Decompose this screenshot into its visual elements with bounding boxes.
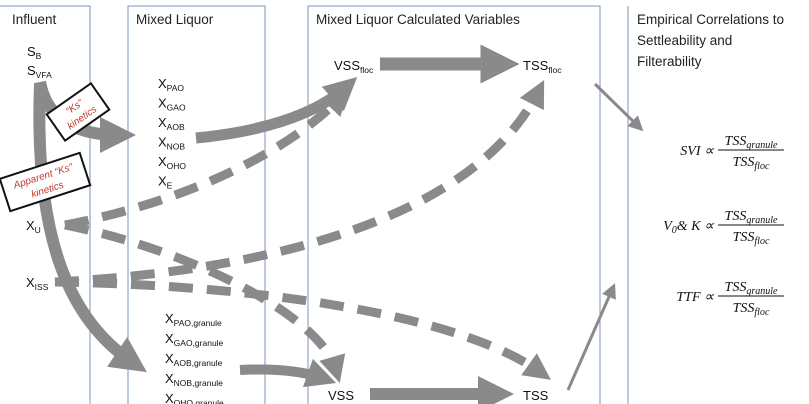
header-empirical-1: Empirical Correlations to	[637, 12, 784, 27]
dashed-arrow-xiss-to-tss	[54, 277, 552, 380]
granule-var-2: XAOB,granule	[165, 351, 223, 368]
floc-var-xnob: XNOB	[158, 135, 185, 152]
influent-var-xu: XU	[26, 218, 41, 235]
mixed-liquor-column	[127, 5, 266, 404]
svg-text:TSSfloc: TSSfloc	[733, 155, 770, 172]
svg-text:TSSfloc: TSSfloc	[733, 301, 770, 318]
arrow-tss-floc-to-svi	[593, 82, 644, 132]
floc-var-xaob: XAOB	[158, 115, 185, 132]
ks-kinetics-label: “Ks” kinetics	[45, 82, 111, 142]
influent-var-xiss: XISS	[26, 275, 49, 292]
svg-text:V0& K ∝: V0& K ∝	[663, 219, 715, 236]
apparent-ks-kinetics-label: Apparent “Ks” kinetics	[0, 151, 92, 213]
influent-var-svfa: SVFA	[27, 63, 52, 80]
svg-text:TSSgranule: TSSgranule	[725, 209, 778, 226]
granule-var-3: XNOB,granule	[165, 371, 223, 388]
floc-var-xe: XE	[158, 174, 173, 191]
arrow-substrate-to-granule	[33, 83, 147, 373]
influent-var-sb: SB	[27, 44, 42, 61]
floc-var-xpao: XPAO	[158, 76, 184, 93]
header-empirical-3: Filterability	[637, 54, 702, 69]
tss-floc-label: TSSfloc	[523, 58, 562, 75]
header-empirical-2: Settleability and	[637, 33, 732, 48]
granule-var-4: XOHO,granule	[165, 391, 224, 404]
dashed-arrow-xiss-to-tss-floc	[54, 79, 545, 287]
floc-variables: XPAO XGAO XAOB XNOB XOHO XE	[158, 76, 186, 191]
granule-variables: XPAO,granuleXGAO,granuleXAOB,granuleXNOB…	[165, 311, 224, 404]
svg-text:TTF ∝: TTF ∝	[676, 290, 715, 305]
svg-text:TSSfloc: TSSfloc	[733, 230, 770, 247]
svg-text:SVI ∝: SVI ∝	[680, 144, 715, 159]
vss-granule-label: VSS	[328, 388, 354, 403]
floc-var-xgao: XGAO	[158, 96, 186, 113]
dashed-arrow-xu-to-vss-floc	[64, 88, 350, 230]
svg-text:TSSgranule: TSSgranule	[725, 280, 778, 297]
vss-floc-label: VSSfloc	[334, 58, 374, 75]
arrow-granule-to-vss	[239, 358, 337, 388]
floc-var-xoho: XOHO	[158, 154, 186, 171]
granule-var-1: XGAO,granule	[165, 331, 224, 348]
header-mixed-liquor: Mixed Liquor	[136, 12, 214, 27]
header-influent: Influent	[12, 12, 57, 27]
granule-var-0: XPAO,granule	[165, 311, 222, 328]
tss-granule-label: TSS	[523, 388, 549, 403]
influent-variables: SB SVFA XU XISS	[26, 44, 52, 292]
dashed-arrow-xu-to-vss	[64, 220, 346, 383]
influent-column	[0, 5, 91, 404]
calculated-column	[307, 5, 601, 404]
svg-text:TSSgranule: TSSgranule	[725, 134, 778, 151]
arrow-tss-to-ttf	[566, 283, 616, 391]
header-calculated: Mixed Liquor Calculated Variables	[316, 12, 520, 27]
